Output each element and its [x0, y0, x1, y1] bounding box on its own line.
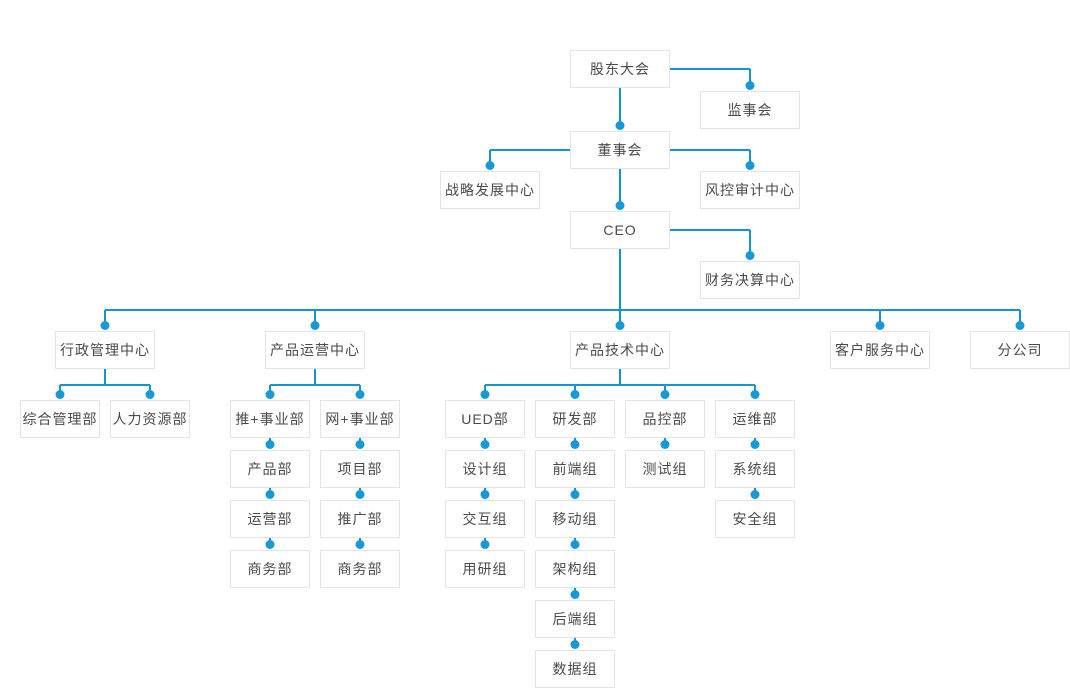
org-node-branch-company: 分公司 — [970, 331, 1070, 369]
org-node-product-dept: 产品部 — [230, 450, 310, 488]
org-node-data-group: 数据组 — [535, 650, 615, 688]
org-node-operation-dept: 运营部 — [230, 500, 310, 538]
org-node-test-group: 测试组 — [625, 450, 705, 488]
connector-dot — [615, 321, 625, 330]
connector-dot — [480, 490, 490, 499]
org-node-wang-business-dept: 网+事业部 — [320, 400, 400, 438]
connector-dot — [145, 390, 155, 399]
connector-dot — [480, 440, 490, 449]
org-node-strategy-development-center: 战略发展中心 — [440, 171, 540, 209]
connector-dot — [265, 490, 275, 499]
org-node-business-dept-1: 商务部 — [230, 550, 310, 588]
org-node-ued-dept: UED部 — [445, 400, 525, 438]
connector-dot — [660, 390, 670, 399]
org-node-shareholders-meeting: 股东大会 — [570, 50, 670, 88]
connector-dot — [355, 390, 365, 399]
org-node-customer-service-center: 客户服务中心 — [830, 331, 930, 369]
org-node-backend-group: 后端组 — [535, 600, 615, 638]
org-node-rd-dept: 研发部 — [535, 400, 615, 438]
org-node-system-group: 系统组 — [715, 450, 795, 488]
connector-dot — [570, 390, 580, 399]
connector-dot — [100, 321, 110, 330]
connector-dot — [570, 590, 580, 599]
connector-dot — [265, 540, 275, 549]
connector-dot — [660, 440, 670, 449]
org-node-architecture-group: 架构组 — [535, 550, 615, 588]
org-node-interaction-group: 交互组 — [445, 500, 525, 538]
org-node-risk-audit-center: 风控审计中心 — [700, 171, 800, 209]
connector-dot — [570, 640, 580, 649]
org-node-admin-management-center: 行政管理中心 — [55, 331, 155, 369]
org-node-board-of-directors: 董事会 — [570, 131, 670, 169]
connector-dot — [485, 161, 495, 170]
org-node-general-management-dept: 综合管理部 — [20, 400, 100, 438]
connector-dot — [745, 251, 755, 260]
org-node-tui-business-dept: 推+事业部 — [230, 400, 310, 438]
connector-dot — [745, 161, 755, 170]
org-node-mobile-group: 移动组 — [535, 500, 615, 538]
connector-dot — [570, 440, 580, 449]
connector-dot — [750, 490, 760, 499]
connector-dot — [265, 440, 275, 449]
org-node-security-group: 安全组 — [715, 500, 795, 538]
connector-dot — [355, 540, 365, 549]
org-node-project-dept: 项目部 — [320, 450, 400, 488]
org-node-quality-control-dept: 品控部 — [625, 400, 705, 438]
connector-dot — [750, 390, 760, 399]
org-node-promotion-dept: 推广部 — [320, 500, 400, 538]
org-node-finance-settlement-center: 财务决算中心 — [700, 261, 800, 299]
connector-dot — [570, 540, 580, 549]
connector-dot — [1015, 321, 1025, 330]
connector-dot — [355, 440, 365, 449]
connector-dot — [355, 490, 365, 499]
connector-dot — [570, 490, 580, 499]
org-node-om-dept: 运维部 — [715, 400, 795, 438]
connector-dot — [615, 201, 625, 210]
connector-dot — [615, 121, 625, 130]
connector-dot — [875, 321, 885, 330]
connector-dot — [745, 81, 755, 90]
org-node-human-resources-dept: 人力资源部 — [110, 400, 190, 438]
connector-dot — [750, 440, 760, 449]
org-node-business-dept-2: 商务部 — [320, 550, 400, 588]
org-node-product-operation-center: 产品运营中心 — [265, 331, 365, 369]
org-node-frontend-group: 前端组 — [535, 450, 615, 488]
connector-dot — [265, 390, 275, 399]
org-node-ceo: CEO — [570, 211, 670, 249]
connector-dot — [480, 390, 490, 399]
org-node-product-tech-center: 产品技术中心 — [570, 331, 670, 369]
org-node-design-group: 设计组 — [445, 450, 525, 488]
org-node-supervisory-board: 监事会 — [700, 91, 800, 129]
connector-dot — [310, 321, 320, 330]
connector-dot — [480, 540, 490, 549]
connector-dot — [55, 390, 65, 399]
org-node-user-research-group: 用研组 — [445, 550, 525, 588]
